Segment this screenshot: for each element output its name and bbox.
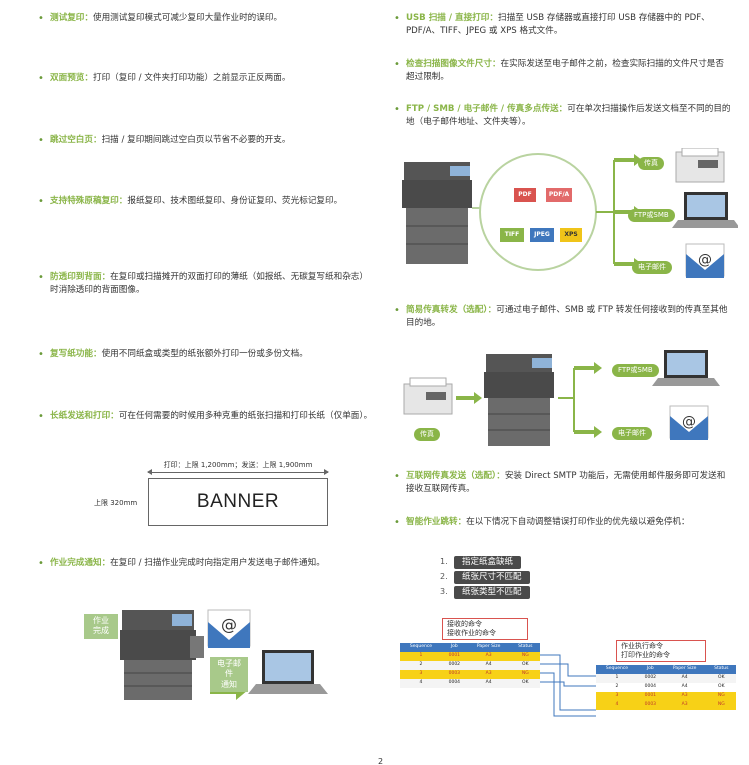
- mfp-printer-icon: [120, 610, 204, 700]
- exec-commands-label: 作业执行命令 打印作业的命令: [616, 640, 706, 663]
- banner-box: BANNER: [148, 478, 328, 526]
- notify-diagram: @: [120, 609, 328, 700]
- file-types-circle: [479, 153, 597, 271]
- bullet-icon: •: [38, 196, 44, 207]
- svg-text:@: @: [221, 615, 237, 634]
- job-flow-connectors: [540, 654, 596, 717]
- bullet-icon: •: [394, 471, 400, 482]
- bullet-icon: •: [394, 517, 400, 528]
- feature-fax-forward: • 简易传真转发（选配）：可通过电子邮件、SMB 或 FTP 转发任何接收到的传…: [394, 305, 728, 329]
- multicast-diagram: @: [402, 148, 738, 278]
- dest-ftp-label: FTP或SMB: [628, 209, 675, 222]
- bullet-icon: •: [38, 411, 44, 422]
- banner-height-label: 上限 320mm: [94, 499, 138, 507]
- xps-file-icon: XPS: [560, 228, 582, 242]
- svg-text:@: @: [698, 252, 712, 268]
- pdfa-file-icon: PDF/A: [546, 188, 572, 202]
- feature-test-copy: • 测试复印：使用测试复印模式可减少复印大量作业时的误印。: [38, 13, 283, 24]
- email-notify-label: 电子邮件 通知: [210, 657, 248, 693]
- jpeg-file-icon: JPEG: [530, 228, 554, 242]
- bullet-icon: •: [38, 558, 44, 569]
- arrow-icon: [574, 362, 602, 374]
- bullet-icon: •: [38, 349, 44, 360]
- svg-text:@: @: [682, 414, 696, 430]
- feature-internet-fax: • 互联网传真发送（选配）：安装 Direct SMTP 功能后，无需使用邮件服…: [394, 471, 726, 495]
- fax-machine-icon: [675, 148, 725, 183]
- received-commands-label: 接收的命令 接收作业的命令: [442, 618, 528, 641]
- feature-skip-blank: • 跳过空白页：扫描 / 复印期间跳过空白页以节省不必要的开支。: [38, 135, 291, 146]
- feature-check-size: • 检查扫描图像文件尺寸：在实际发送至电子邮件之前，检查实际扫描的文件尺寸是否超…: [394, 59, 724, 83]
- feature-usb-scan: • USB 扫描 / 直接打印：扫描至 USB 存储器或直接打印 USB 存储器…: [394, 13, 710, 37]
- bullet-icon: •: [394, 305, 400, 316]
- email-envelope-icon: @: [669, 405, 709, 440]
- bullet-icon: •: [394, 59, 400, 70]
- feature-multicast: • FTP / SMB / 电子邮件 / 传真多点传送：可在单次扫描操作后发送文…: [394, 104, 731, 128]
- job-done-label: 作业 完成: [84, 614, 118, 639]
- list-item: 3.纸张类型不匹配: [440, 585, 530, 600]
- bullet-icon: •: [38, 272, 44, 283]
- feature-special-original: • 支持特殊原稿复印：报纸复印、技术图纸复印、身份证复印、荧光标记复印。: [38, 196, 343, 207]
- feature-prevent-bleed: • 防透印到背面：在复印或扫描摊开的双面打印的薄纸（如报纸、无碳复写纸和杂志）时…: [38, 272, 368, 296]
- bullet-icon: •: [38, 135, 44, 146]
- arrow-icon: [614, 154, 642, 166]
- pdf-file-icon: PDF: [514, 188, 536, 202]
- tiff-file-icon: TIFF: [500, 228, 524, 242]
- bullet-icon: •: [38, 13, 44, 24]
- fax-machine-icon: [403, 377, 453, 415]
- laptop-icon: [672, 192, 738, 228]
- bullet-icon: •: [394, 104, 400, 115]
- job-skip-conditions: 1.指定纸盒缺纸 2.纸张尺寸不匹配 3.纸张类型不匹配: [440, 555, 530, 600]
- banner-width-label: 打印：上限 1,200mm；发送：上限 1,900mm: [163, 461, 313, 469]
- laptop-icon: [248, 650, 328, 694]
- feature-job-notify: • 作业完成通知：在复印 / 扫描作业完成时向指定用户发送电子邮件通知。: [38, 558, 325, 569]
- fax-source-label: 传真: [414, 428, 440, 441]
- mfp-printer-icon: [484, 354, 554, 446]
- bullet-icon: •: [394, 13, 400, 24]
- arrow-icon: [574, 426, 602, 438]
- list-item: 1.指定纸盒缺纸: [440, 555, 530, 570]
- mfp-printer-icon: [402, 162, 472, 264]
- arrow-icon: [456, 392, 482, 404]
- dest-email-label: 电子邮件: [632, 261, 672, 274]
- feature-long-paper: • 长纸发送和打印：可在任何需要的时候用多种克重的纸张扫描和打印长纸（仅单面）。: [38, 411, 373, 422]
- banner-width-arrow: [147, 469, 329, 475]
- forward-email-label: 电子邮件: [612, 427, 652, 440]
- list-item: 2.纸张尺寸不匹配: [440, 570, 530, 585]
- fax-forward-diagram: @: [403, 350, 720, 446]
- feature-smart-job-skip: • 智能作业跳转：在以下情况下自动调整错误打印作业的优先级以避免停机：: [394, 517, 690, 528]
- dest-fax-label: 传真: [638, 157, 664, 170]
- laptop-icon: [652, 350, 720, 386]
- feature-carbon-copy: • 复写纸功能：使用不同纸盒或类型的纸张额外打印一份或多份文档。: [38, 349, 308, 360]
- email-envelope-icon: @: [685, 243, 725, 278]
- bullet-icon: •: [38, 73, 44, 84]
- email-envelope-icon: @: [207, 609, 251, 648]
- forward-ftp-label: FTP或SMB: [612, 364, 659, 377]
- feature-duplex-preview: • 双面预览：打印（复印 / 文件夹打印功能）之前显示正反两面。: [38, 73, 291, 84]
- page-number: 2: [378, 757, 384, 765]
